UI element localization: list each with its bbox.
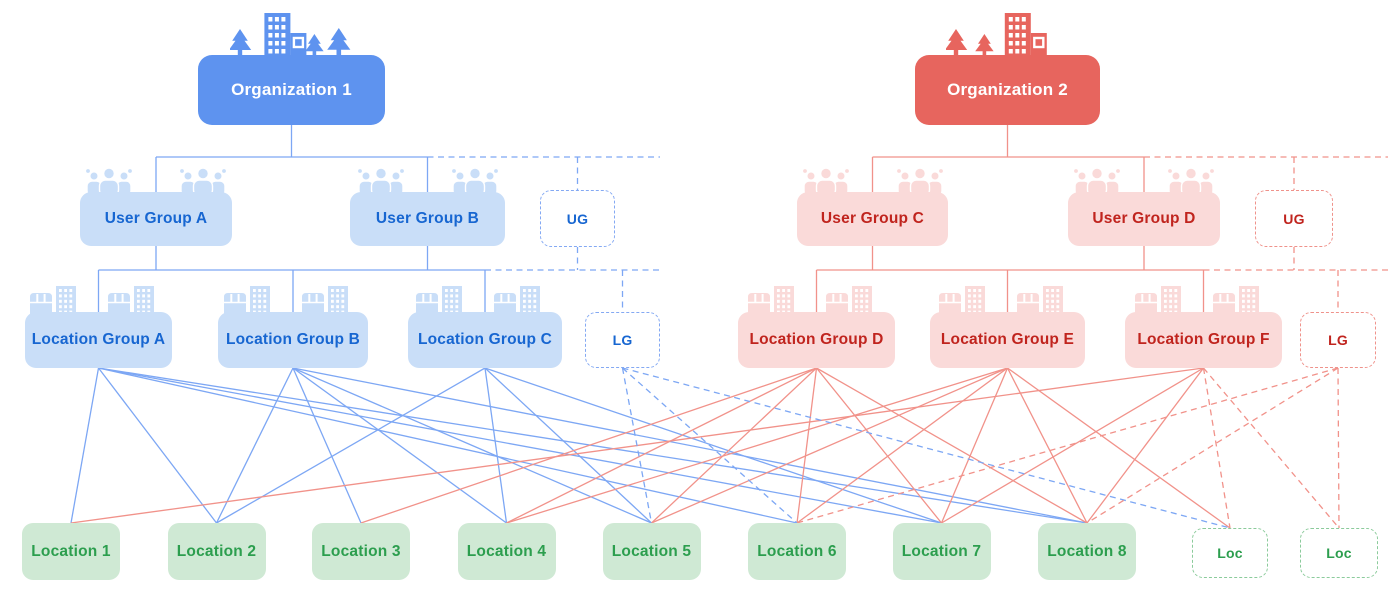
user-group-placeholder-ug_extra_blue-box: UG <box>540 190 615 247</box>
location-group-lg_b-box: Location Group B <box>218 312 368 368</box>
node-label: LG <box>1328 332 1348 348</box>
assignment-line-lg_b-loc2 <box>215 367 294 524</box>
assignment-line-lg_a-loc6 <box>98 367 798 524</box>
location-loc3-box: Location 3 <box>312 523 410 580</box>
assignment-line-lg_extra_red-loc6 <box>796 367 1339 524</box>
location-loc4-box: Location 4 <box>457 523 556 580</box>
node-label: Organization 1 <box>231 80 352 99</box>
assignment-line-lg_e-loc6 <box>796 367 1008 524</box>
assignment-line-lg_extra_blue-loc5 <box>621 367 653 524</box>
node-label: Location Group B <box>225 331 361 348</box>
node-label: Location Group E <box>940 331 1075 348</box>
assignment-line-lg_d-loc7 <box>815 367 943 524</box>
assignment-line-lg_f-loc7 <box>941 367 1204 524</box>
location-placeholder-loc_extra1-box: Loc <box>1192 528 1268 578</box>
assignment-line-lg_c-loc4 <box>484 367 508 524</box>
node-label: Location Group D <box>749 331 884 348</box>
assignment-line-lg_f-loc8 <box>1086 367 1205 524</box>
assignment-line-lg_a-loc8 <box>98 367 1088 524</box>
node-label: Location 4 <box>466 542 547 560</box>
location-group-lg_a-box: Location Group A <box>25 312 172 368</box>
node-label: UG <box>566 210 589 227</box>
node-label: Location 7 <box>901 542 982 560</box>
assignment-line-lg_a-loc7 <box>98 367 942 524</box>
node-label: Location Group A <box>31 331 166 348</box>
node-label: LG <box>612 332 633 348</box>
node-label: Location 5 <box>611 542 692 560</box>
user-group-ug_a-box: User Group A <box>80 192 232 246</box>
node-label: Location Group C <box>417 331 553 348</box>
assignment-line-lg_d-loc5 <box>651 367 817 524</box>
assignment-line-lg_extra_blue-loc6 <box>622 367 798 524</box>
assignment-line-lg_e-loc8 <box>1006 367 1088 524</box>
location-group-placeholder-lg_extra_blue-box: LG <box>585 312 660 368</box>
node-label: Location 1 <box>31 542 111 560</box>
user-group-ug_b-box: User Group B <box>350 192 505 246</box>
assignment-line-lg_b-loc4 <box>292 367 507 524</box>
node-label: Location Group F <box>1137 331 1270 348</box>
location-loc1-box: Location 1 <box>22 523 120 580</box>
user-group-ug_c-box: User Group C <box>797 192 948 246</box>
node-label: UG <box>1283 210 1305 227</box>
location-placeholder-loc_extra2-box: Loc <box>1300 528 1378 578</box>
assignment-line-lg_c-loc5 <box>484 367 652 524</box>
assignment-line-lg_e-loc7 <box>940 367 1009 524</box>
assignment-line-lg_a-loc1 <box>70 367 100 524</box>
assignment-line-lg_f-loc_extra1 <box>1202 367 1231 529</box>
location-group-lg_f-box: Location Group F <box>1125 312 1282 368</box>
node-label: Location 6 <box>757 542 837 560</box>
node-label: Location 2 <box>176 542 257 560</box>
assignment-line-lg_f-loc_extra2 <box>1203 367 1340 529</box>
assignment-line-lg_d-loc8 <box>816 367 1088 524</box>
assignment-line-lg_extra_red-loc8 <box>1086 367 1339 524</box>
organization-org2-box: Organization 2 <box>915 55 1100 125</box>
assignment-line-lg_e-loc4 <box>506 367 1008 524</box>
location-loc6-box: Location 6 <box>748 523 846 580</box>
assignment-line-lg_d-loc3 <box>360 367 817 524</box>
node-label: User Group D <box>1092 210 1196 227</box>
assignment-line-lg_d-loc4 <box>506 367 817 524</box>
organization-org1-box: Organization 1 <box>198 55 385 125</box>
location-loc2-box: Location 2 <box>167 523 266 580</box>
assignment-line-lg_e-loc_extra1 <box>1007 367 1231 529</box>
location-group-lg_c-box: Location Group C <box>408 312 562 368</box>
node-label: Loc <box>1217 545 1243 561</box>
node-label: Location 8 <box>1047 542 1127 560</box>
node-label: Organization 2 <box>947 80 1068 99</box>
node-label: User Group C <box>820 210 925 227</box>
assignment-line-lg_e-loc5 <box>651 367 1008 524</box>
assignment-line-lg_extra_red-loc_extra2 <box>1337 367 1340 529</box>
location-group-lg_d-box: Location Group D <box>738 312 895 368</box>
assignment-line-lg_c-loc7 <box>484 367 942 524</box>
location-group-placeholder-lg_extra_red-box: LG <box>1300 312 1376 368</box>
node-label: Location 3 <box>321 542 401 560</box>
location-loc8-box: Location 8 <box>1038 523 1136 580</box>
node-label: User Group B <box>375 210 480 227</box>
location-group-lg_e-box: Location Group E <box>930 312 1085 368</box>
assignment-line-lg_b-loc5 <box>292 367 652 524</box>
location-loc5-box: Location 5 <box>602 523 701 580</box>
assignment-line-lg_d-loc6 <box>796 367 818 524</box>
assignment-line-lg_b-loc3 <box>292 367 362 524</box>
assignment-line-lg_a-loc2 <box>97 367 218 524</box>
node-label: User Group A <box>104 210 208 227</box>
user-group-placeholder-ug_extra_red-box: UG <box>1255 190 1333 247</box>
assignment-line-lg_b-loc8 <box>292 367 1088 524</box>
node-label: Loc <box>1326 545 1352 561</box>
user-group-ug_d-box: User Group D <box>1068 192 1220 246</box>
location-loc7-box: Location 7 <box>892 523 991 580</box>
